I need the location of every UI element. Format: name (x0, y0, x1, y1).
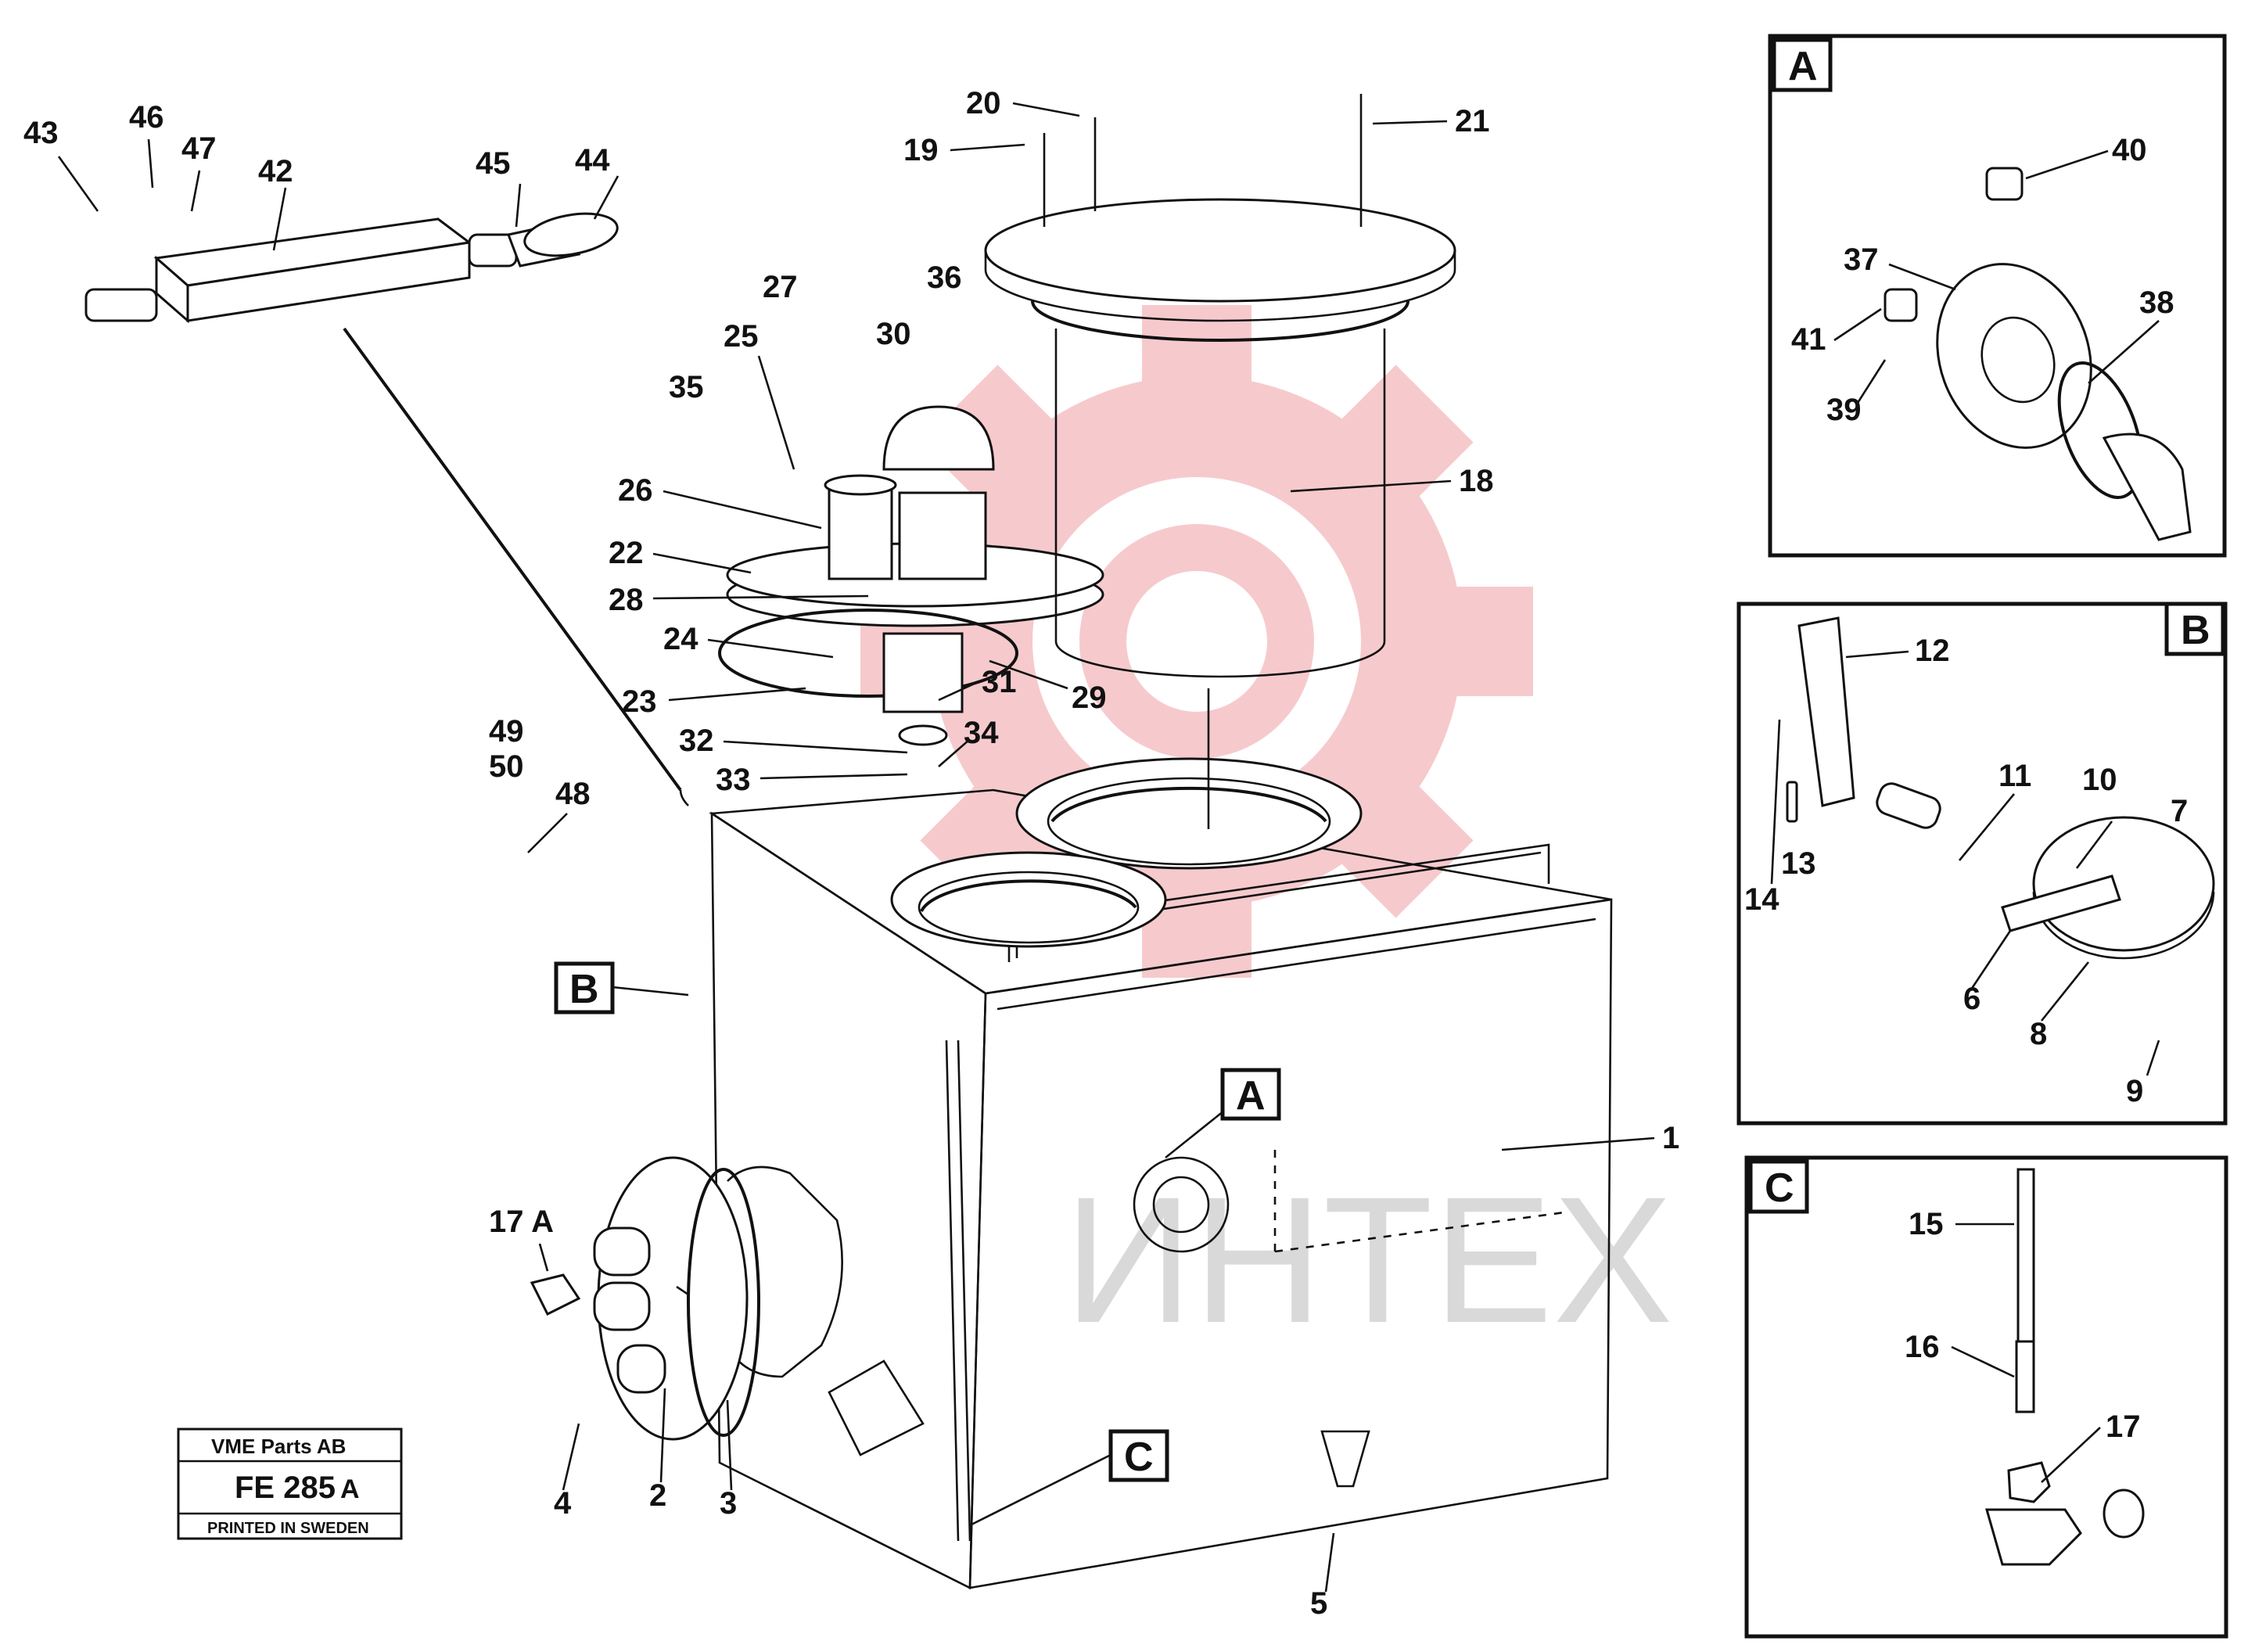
label-b14: 14 (1744, 882, 1779, 917)
label-42: 42 (258, 154, 293, 189)
label-45: 45 (476, 146, 511, 181)
label-25: 25 (724, 319, 759, 354)
svg-text:C: C (1765, 1165, 1794, 1211)
label-31: 31 (982, 665, 1017, 699)
label-34: 34 (964, 716, 999, 750)
filter-housing (984, 94, 1456, 829)
detail-box-b: B 12 11 10 7 13 14 6 8 9 (1736, 602, 2228, 1126)
detail-box-a: A 40 37 38 41 39 (1768, 34, 2227, 558)
label-3: 3 (720, 1486, 737, 1521)
label-c17: 17 (2106, 1410, 2141, 1444)
label-18: 18 (1459, 464, 1494, 498)
callout-a: A (1165, 1068, 1281, 1159)
leader-lines (57, 102, 1655, 1593)
label-c16: 16 (1905, 1330, 1940, 1364)
label-20: 20 (966, 86, 1001, 120)
label-29: 29 (1072, 681, 1107, 715)
callout-b: B (554, 961, 689, 1015)
label-4: 4 (554, 1486, 572, 1521)
label-28: 28 (609, 583, 644, 617)
label-36: 36 (927, 260, 962, 295)
label-b11: 11 (1998, 759, 2031, 793)
label-a41: 41 (1791, 322, 1826, 357)
label-5: 5 (1310, 1586, 1327, 1621)
watermark-text: ИНТЕХ (1064, 1159, 1673, 1360)
filter-assembly (718, 405, 1104, 746)
label-24: 24 (663, 622, 698, 656)
svg-text:A: A (1788, 44, 1818, 89)
label-b12: 12 (1915, 634, 1950, 668)
label-b7: 7 (2171, 794, 2188, 828)
label-a40: 40 (2112, 133, 2147, 167)
label-19: 19 (903, 133, 939, 167)
label-a38: 38 (2139, 286, 2174, 320)
stamp-code: FE 285 (235, 1471, 336, 1505)
label-43: 43 (23, 116, 59, 150)
stamp-company: VME Parts AB (211, 1435, 346, 1458)
svg-text:B: B (2181, 608, 2210, 653)
suction-cover (530, 1156, 760, 1441)
svg-text:C: C (1124, 1435, 1154, 1480)
label-50: 50 (489, 749, 524, 784)
stamp-suffix: A (340, 1474, 360, 1504)
label-46: 46 (129, 100, 164, 135)
label-b9: 9 (2126, 1074, 2143, 1108)
label-a37: 37 (1844, 242, 1879, 277)
label-32: 32 (679, 724, 714, 758)
label-21: 21 (1455, 104, 1490, 138)
label-b8: 8 (2030, 1017, 2047, 1051)
label-b13: 13 (1781, 846, 1816, 881)
stamp-printed: PRINTED IN SWEDEN (207, 1520, 369, 1537)
label-1: 1 (1662, 1121, 1679, 1155)
label-22: 22 (609, 536, 644, 570)
label-27: 27 (763, 270, 798, 304)
label-2: 2 (649, 1478, 666, 1513)
label-b10: 10 (2082, 763, 2117, 797)
detail-box-c: C 15 16 17 (1744, 1155, 2228, 1639)
label-35: 35 (669, 370, 704, 404)
drawing-stamp: VME Parts AB FE 285 A PRINTED IN SWEDEN (177, 1428, 403, 1540)
label-47: 47 (181, 131, 217, 166)
label-23: 23 (622, 684, 657, 719)
manifold-block (84, 212, 689, 806)
label-49: 49 (489, 714, 524, 749)
watermark-gear (860, 305, 1533, 978)
part-labels: 1 2 3 4 5 17 A 18 19 20 21 22 23 24 25 2… (23, 86, 1679, 1621)
callout-c: C (969, 1429, 1169, 1527)
svg-text:B: B (569, 967, 599, 1012)
label-48: 48 (555, 777, 591, 811)
label-a39: 39 (1826, 393, 1862, 427)
label-c15: 15 (1909, 1207, 1944, 1241)
label-b6: 6 (1963, 982, 1981, 1016)
label-44: 44 (575, 143, 610, 178)
svg-text:A: A (1236, 1073, 1266, 1119)
label-17a: 17 A (489, 1205, 554, 1239)
label-26: 26 (618, 473, 653, 508)
label-33: 33 (716, 763, 751, 797)
label-30: 30 (876, 317, 911, 351)
